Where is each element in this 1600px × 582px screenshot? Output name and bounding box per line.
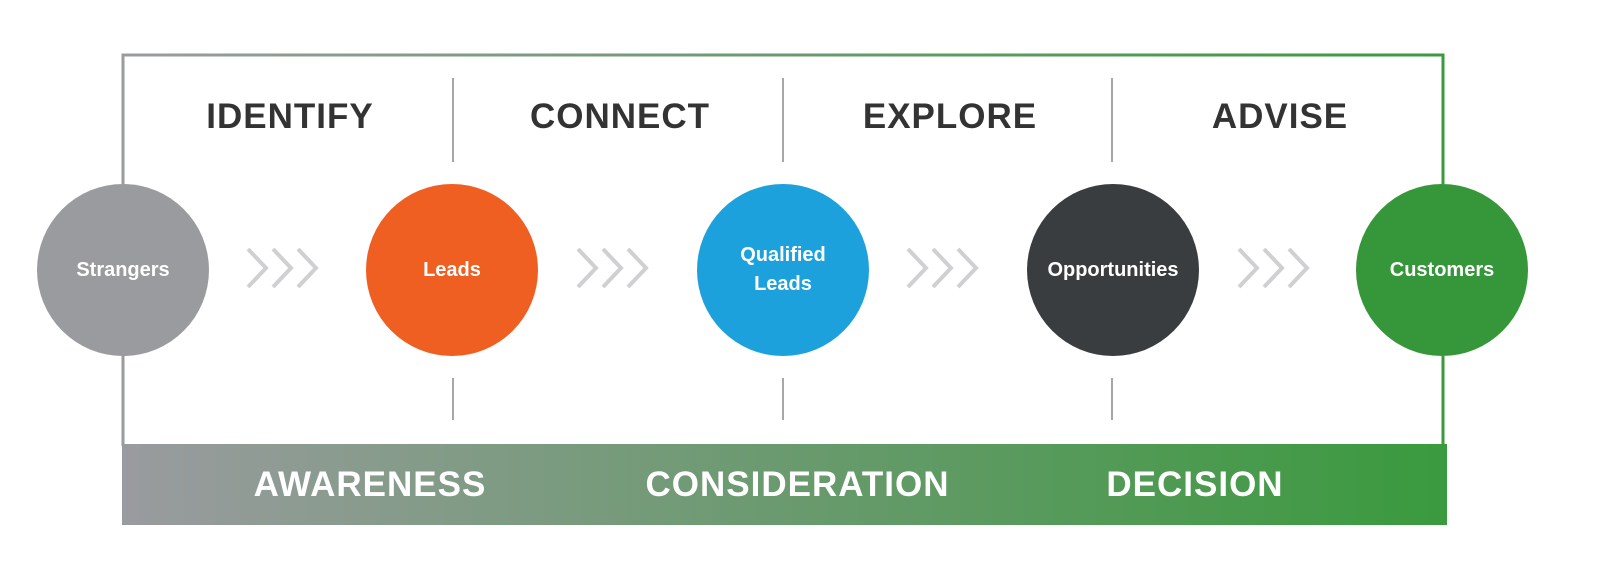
node-strangers: Strangers xyxy=(37,184,209,356)
stage-advise: ADVISE xyxy=(1211,97,1349,136)
stage-explore: EXPLORE xyxy=(862,97,1038,136)
node-opportunities: Opportunities xyxy=(1027,184,1199,356)
stage-connect: CONNECT xyxy=(529,97,711,136)
node-customers: Customers xyxy=(1356,184,1528,356)
phase-consideration: CONSIDERATION xyxy=(645,465,950,504)
chevron-arrows-icon xyxy=(906,247,979,289)
chevron-arrows-icon xyxy=(576,247,649,289)
chevron-arrows-icon xyxy=(246,247,319,289)
phase-awareness: AWARENESS xyxy=(253,465,487,504)
node-qualified-leads: Qualified Leads xyxy=(697,184,869,356)
phase-decision: DECISION xyxy=(1106,465,1284,504)
phase-band xyxy=(122,444,1447,525)
stage-identify: IDENTIFY xyxy=(206,97,374,136)
node-leads: Leads xyxy=(366,184,538,356)
chevron-arrows-icon xyxy=(1237,247,1310,289)
